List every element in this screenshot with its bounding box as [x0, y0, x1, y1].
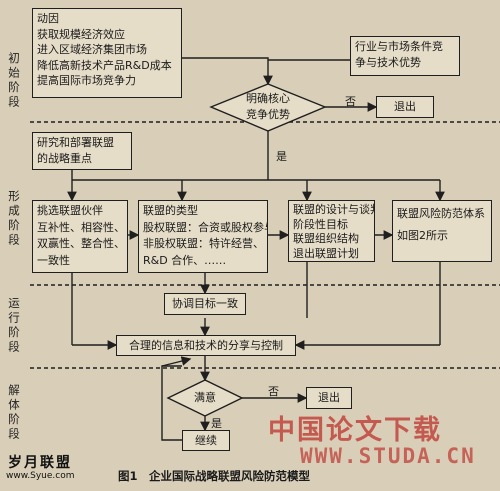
- partner-line: 一致性: [37, 253, 70, 267]
- exit-box-top: 退出: [376, 96, 434, 118]
- core-advantage-decision: 明确核心 竞争优势: [232, 91, 304, 123]
- figure-caption: 图1 企业国际战略联盟风险防范模型: [118, 469, 310, 483]
- design-line: 阶段性目标: [293, 217, 348, 231]
- stage-label-dissolution: 解体阶段: [7, 384, 21, 442]
- info-sharing-box: 合理的信息和技术的分享与控制: [116, 335, 296, 356]
- stage-label-operation: 运行阶段: [7, 297, 21, 355]
- partner-selection-box: 挑选联盟伙伴 互补性、相容性、 双赢性、整合性、 一致性: [32, 200, 128, 273]
- design-line: 退出联盟计划: [293, 246, 359, 260]
- motives-box: 动因 获取规模经济效应 进入区域经济集团市场 降低高新技术产品R&D成本 提高国…: [32, 8, 182, 98]
- partner-line: 挑选联盟伙伴: [37, 204, 103, 217]
- no-label: 否: [345, 95, 356, 108]
- risk-prevention-box: 联盟风险防范体系 如图2所示: [392, 200, 492, 262]
- research-box: 研究和部署联盟 的战略重点: [32, 132, 132, 170]
- stage-label-formation: 形成阶段: [7, 190, 21, 248]
- yes-label-bottom: 是: [211, 417, 222, 430]
- satisfied-decision: 满意: [194, 391, 216, 404]
- design-line: 联盟组织结构: [293, 232, 359, 245]
- watermark-url: WWW.STUDA.CN: [300, 444, 476, 468]
- coordinate-goals-box: 协调目标一致: [164, 293, 246, 315]
- logo-text: 岁月联盟: [8, 455, 72, 471]
- industry-conditions-box: 行业与市场条件竞 争与技术优势: [350, 36, 460, 76]
- alliance-type-box: 联盟的类型 股权联盟：合资或股权参与 非股权联盟：特许经营、 R&D 合作、……: [138, 200, 268, 273]
- industry-line: 争与技术优势: [355, 56, 421, 69]
- research-line: 研究和部署联盟: [37, 136, 114, 149]
- motive-item: 获取规模经济效应: [37, 27, 125, 41]
- decision-line: 明确核心: [246, 92, 290, 105]
- motive-item: 降低高新技术产品R&D成本: [37, 58, 172, 72]
- type-line: 非股权联盟：特许经营、: [143, 237, 264, 250]
- no-label-bottom: 否: [268, 385, 279, 398]
- type-line: 股权联盟：合资或股权参与: [143, 220, 268, 234]
- motive-item: 提高国际市场竞争力: [37, 74, 136, 87]
- type-line: R&D 合作、……: [143, 253, 227, 267]
- design-line: 联盟的设计与谈判: [293, 203, 375, 216]
- partner-line: 互补性、相容性、: [37, 220, 125, 234]
- industry-line: 行业与市场条件竞: [355, 40, 443, 53]
- watermark-brand: 中国论文下载: [268, 415, 442, 446]
- risk-line: 联盟风险防范体系: [397, 207, 485, 220]
- risk-line: 如图2所示: [397, 229, 448, 242]
- type-line: 联盟的类型: [143, 204, 198, 217]
- research-line: 的战略重点: [37, 152, 92, 165]
- continue-box: 继续: [182, 430, 230, 451]
- motives-title: 动因: [37, 12, 59, 25]
- exit-box-bottom: 退出: [306, 387, 352, 409]
- yes-label: 是: [276, 150, 287, 163]
- logo-url: www.Syue.com: [6, 471, 75, 481]
- motive-item: 进入区域经济集团市场: [37, 43, 147, 56]
- partner-line: 双赢性、整合性、: [37, 237, 125, 250]
- decision-line: 竞争优势: [246, 108, 290, 121]
- alliance-design-box: 联盟的设计与谈判 阶段性目标 联盟组织结构 退出联盟计划: [288, 200, 375, 262]
- stage-label-initial: 初始阶段: [7, 52, 21, 110]
